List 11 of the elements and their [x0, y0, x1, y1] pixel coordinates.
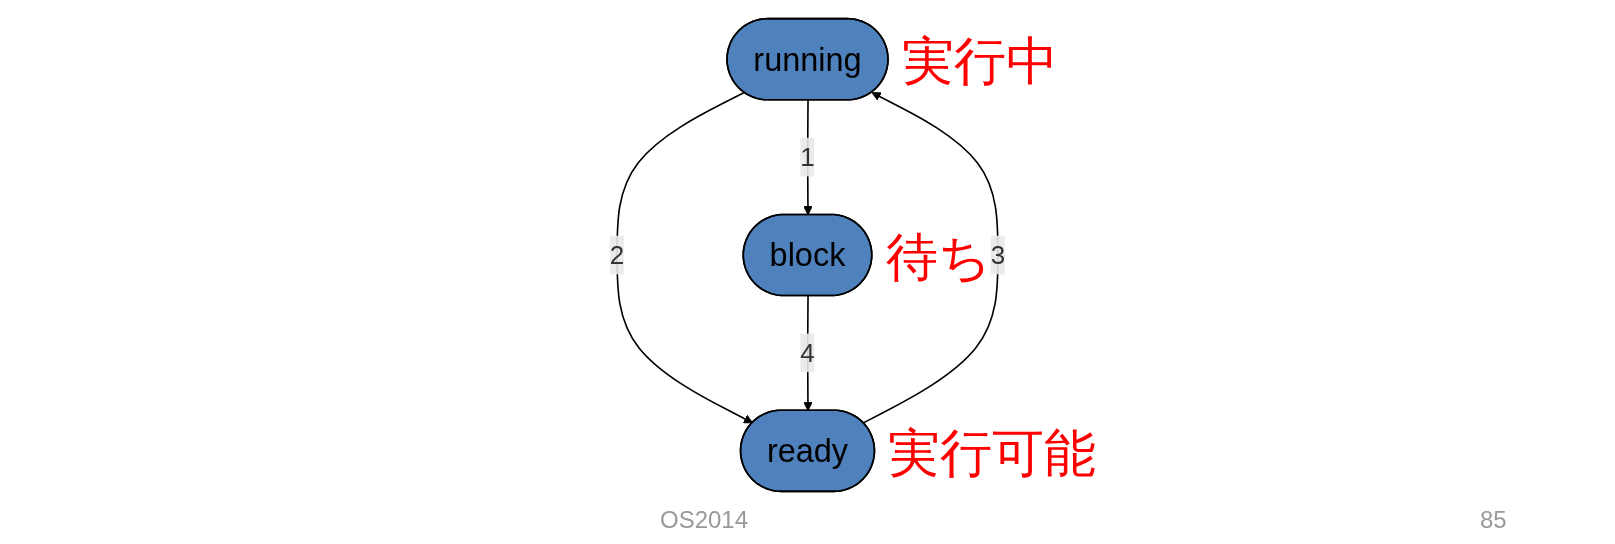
footer-text: OS2014: [660, 506, 749, 534]
arrow: [862, 92, 999, 424]
state-caption: 実行中: [901, 30, 1058, 94]
edge-label: 4: [800, 337, 815, 367]
edge-label: 3: [990, 239, 1006, 270]
arrow: [616, 91, 754, 424]
edge-label: 1: [800, 141, 815, 172]
edge-label: 2: [609, 239, 625, 270]
page-number: 85: [1480, 506, 1507, 534]
state-caption: 待ち: [885, 226, 991, 289]
state-caption: 実行可能: [888, 421, 1097, 485]
